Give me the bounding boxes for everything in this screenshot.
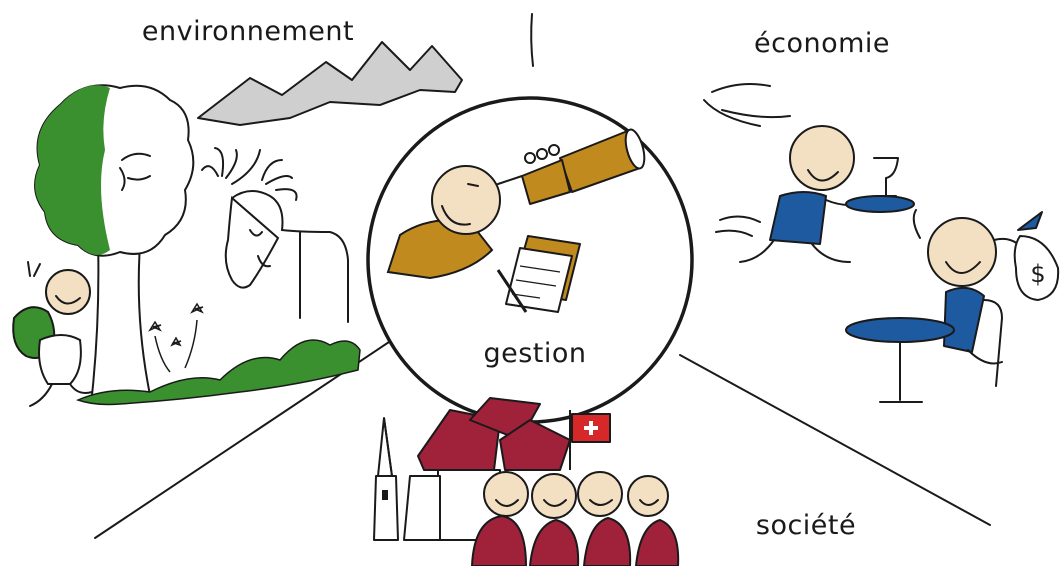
crowd — [471, 471, 680, 566]
environment-label: environnement — [142, 16, 354, 47]
management-circle: gestion — [366, 96, 694, 424]
flowers — [148, 302, 204, 373]
manager-figure — [386, 165, 523, 280]
money-bag-icon — [1013, 235, 1060, 301]
economy-illustration: $ — [703, 83, 1060, 403]
notepad-icon — [496, 235, 581, 313]
houses — [417, 409, 501, 471]
hiker — [12, 261, 93, 407]
mountains — [197, 41, 463, 126]
cafe-table — [845, 317, 955, 343]
dollar-sign-icon: $ — [1030, 260, 1045, 288]
tree-canopy-green — [35, 85, 110, 255]
telescope-icon — [521, 128, 646, 205]
grass — [75, 339, 361, 406]
management-label: gestion — [483, 338, 586, 369]
deer — [201, 147, 349, 323]
society-label: société — [756, 510, 856, 541]
divider-right — [679, 354, 991, 526]
customer-figure: $ — [845, 209, 1060, 403]
divider-top — [530, 13, 534, 67]
society-illustration — [373, 397, 680, 566]
environment-illustration — [12, 41, 463, 407]
waiter-figure — [715, 125, 915, 263]
wine-glass-icon — [873, 157, 899, 197]
serving-tray — [845, 195, 915, 213]
swiss-flag-icon — [569, 410, 611, 470]
motion-lines — [703, 83, 791, 127]
tree-trunk — [90, 238, 152, 396]
economy-label: économie — [754, 28, 890, 59]
tree-face — [119, 152, 151, 191]
